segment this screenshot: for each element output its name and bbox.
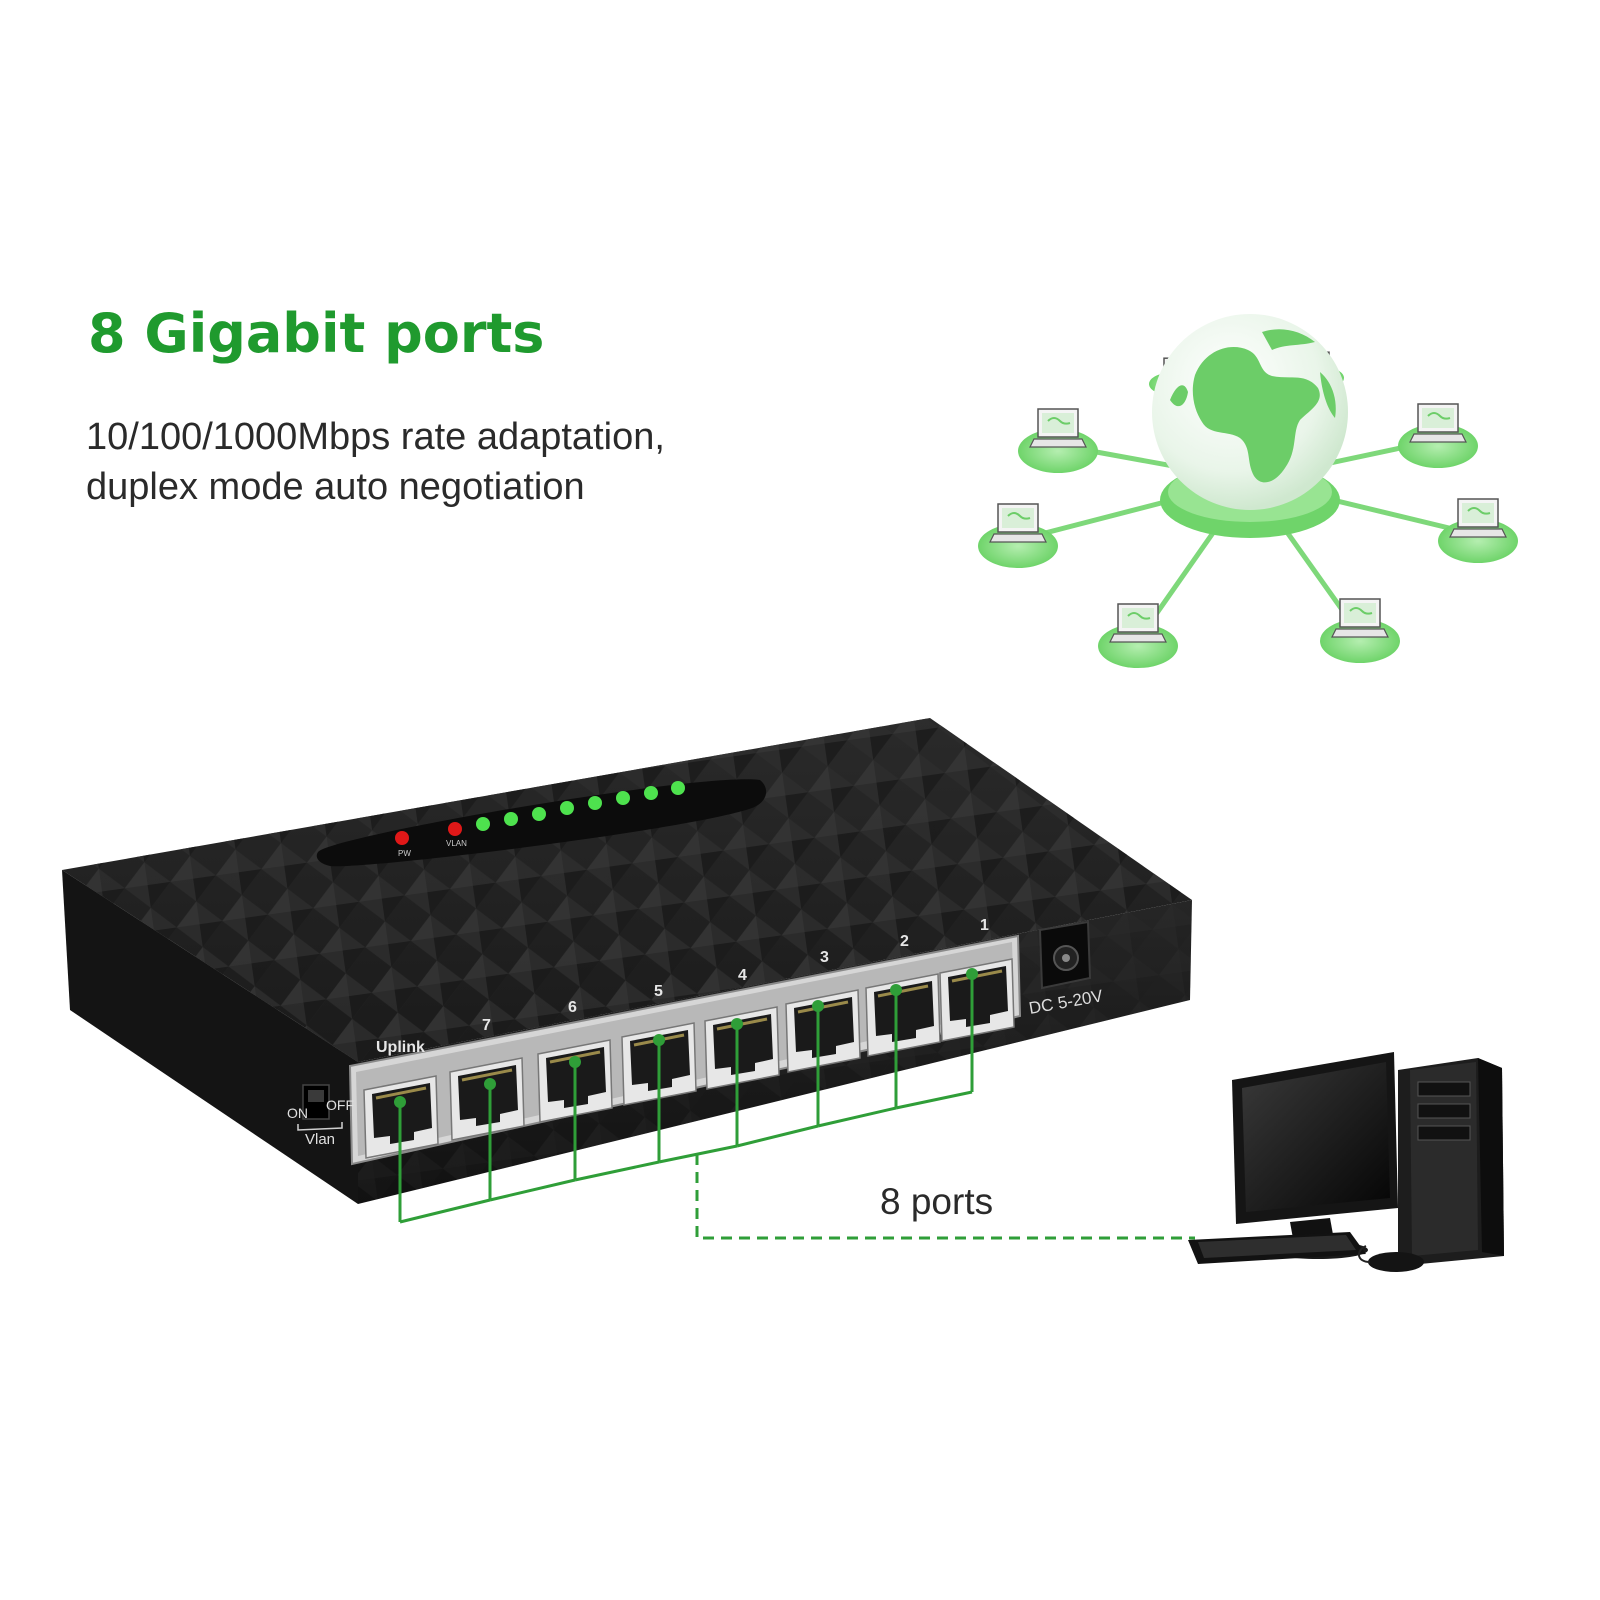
green-led	[588, 796, 602, 810]
green-led	[532, 807, 546, 821]
ethernet-port	[704, 1006, 780, 1090]
red-led	[448, 822, 462, 836]
connection-line	[736, 1124, 819, 1148]
green-led	[504, 812, 518, 826]
red-led	[395, 831, 409, 845]
green-led	[616, 791, 630, 805]
dashed-connection-line	[695, 1154, 1195, 1240]
vlan-label: Vlan	[305, 1131, 335, 1148]
laptop-icon	[1029, 408, 1087, 448]
laptop-node	[1438, 498, 1518, 563]
port-label: 1	[980, 917, 989, 934]
laptop-node	[1320, 598, 1400, 663]
laptop-icon	[1331, 598, 1389, 638]
laptop-node	[978, 503, 1058, 568]
power-led-label: PW	[398, 849, 411, 858]
ethernet-port	[449, 1057, 525, 1141]
network-illustration	[978, 314, 1518, 668]
green-led	[476, 817, 490, 831]
vlan-led-label: VLAN	[446, 839, 467, 848]
subtitle-line-2: duplex mode auto negotiation	[86, 466, 585, 508]
laptop-icon	[1449, 498, 1507, 538]
green-led	[644, 786, 658, 800]
laptop-icon	[1109, 603, 1167, 643]
globe-icon	[1152, 314, 1348, 510]
led-strip	[316, 779, 767, 867]
laptop-node	[1398, 403, 1478, 468]
port-label: 5	[654, 983, 663, 1000]
port-label: 3	[820, 949, 829, 966]
green-led	[560, 801, 574, 815]
subtitle-line-1: 10/100/1000Mbps rate adaptation,	[86, 416, 665, 458]
vlan-off-label: OFF	[326, 1097, 354, 1113]
vlan-on-label: ON	[287, 1105, 308, 1121]
laptop-node	[1018, 408, 1098, 473]
ethernet-port	[939, 958, 1015, 1042]
ethernet-port	[865, 973, 941, 1057]
port-label: 6	[568, 999, 577, 1016]
port-label: 2	[900, 933, 909, 950]
laptop-icon	[989, 503, 1047, 543]
connection-line	[399, 1198, 491, 1224]
connection-line	[817, 1106, 897, 1128]
headline: 8 Gigabit ports	[88, 302, 545, 365]
connection-line	[895, 1090, 973, 1110]
green-led	[671, 781, 685, 795]
port-label: Uplink	[376, 1039, 425, 1056]
connection-line	[489, 1178, 576, 1202]
laptop-icon	[1409, 403, 1467, 443]
ethernet-port	[785, 989, 861, 1073]
port-label: 7	[482, 1017, 491, 1034]
connection-line	[574, 1160, 660, 1182]
connection-label: 8 ports	[880, 1181, 993, 1222]
port-label: 4	[738, 967, 747, 984]
desktop-computer-icon	[1188, 1052, 1504, 1272]
laptop-node	[1098, 603, 1178, 668]
